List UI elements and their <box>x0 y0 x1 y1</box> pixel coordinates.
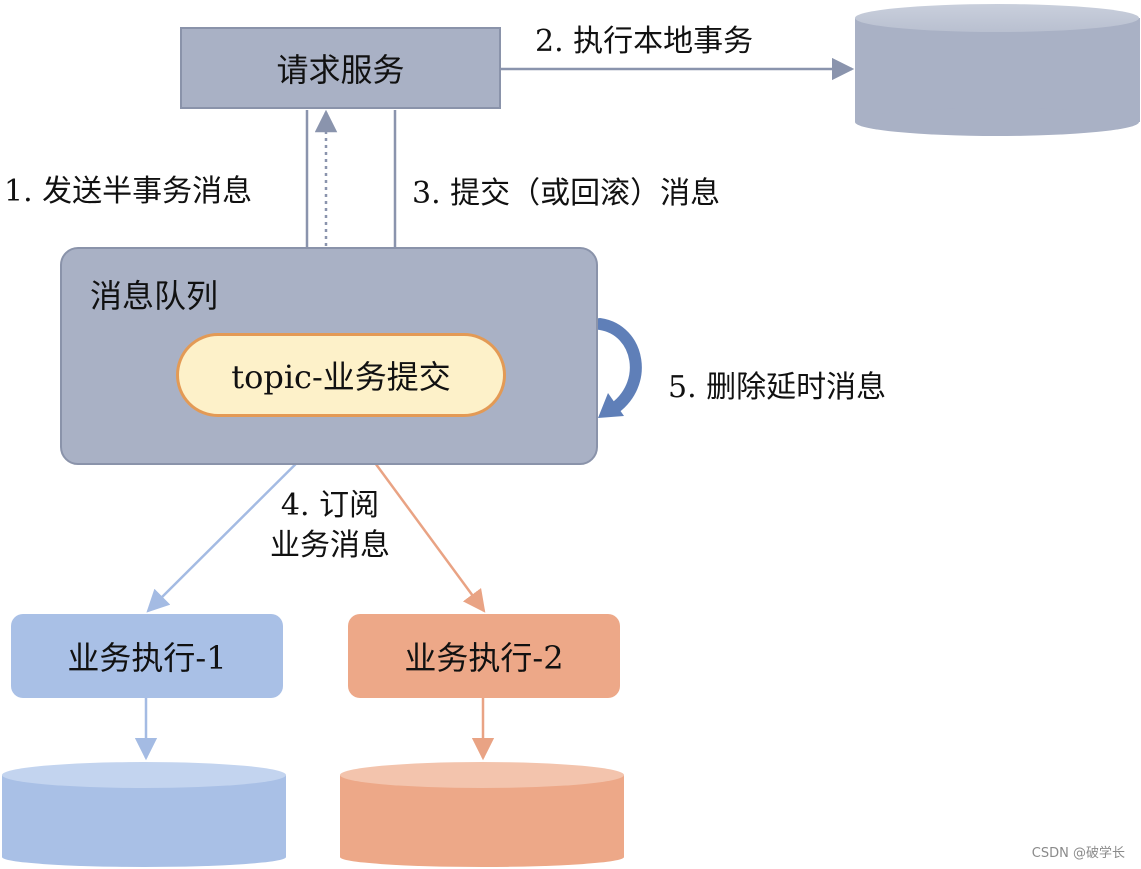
request-service-label: 请求服务 <box>276 51 405 89</box>
executor-2-node: 业务执行-2 <box>348 614 620 698</box>
step-4-line-2: 业务消息 <box>270 528 390 563</box>
step-1-label: 1. 发送半事务消息 <box>4 174 253 209</box>
watermark: CSDN @破学长 <box>1031 846 1125 861</box>
step-3-label: 3. 提交（或回滚）消息 <box>412 176 721 211</box>
step-4-line-1: 4. 订阅 <box>280 488 380 523</box>
executor-1-label: 业务执行-1 <box>67 639 227 677</box>
topic-label: topic-业务提交 <box>231 358 451 396</box>
request-service-node: 请求服务 <box>180 27 501 109</box>
step-2-label: 2. 执行本地事务 <box>535 24 754 59</box>
topic-node: topic-业务提交 <box>176 333 506 417</box>
executor-2-database-cylinder <box>340 762 624 867</box>
step-5-label: 5. 删除延时消息 <box>668 370 887 405</box>
step-4-label: 4. 订阅 业务消息 <box>240 486 420 566</box>
executor-1-node: 业务执行-1 <box>11 614 283 698</box>
executor-1-database-cylinder <box>2 762 286 867</box>
executor-2-label: 业务执行-2 <box>404 639 564 677</box>
message-queue-label: 消息队列 <box>90 277 219 315</box>
local-database-cylinder <box>855 4 1140 136</box>
delete-delay-curve-icon <box>594 318 642 418</box>
